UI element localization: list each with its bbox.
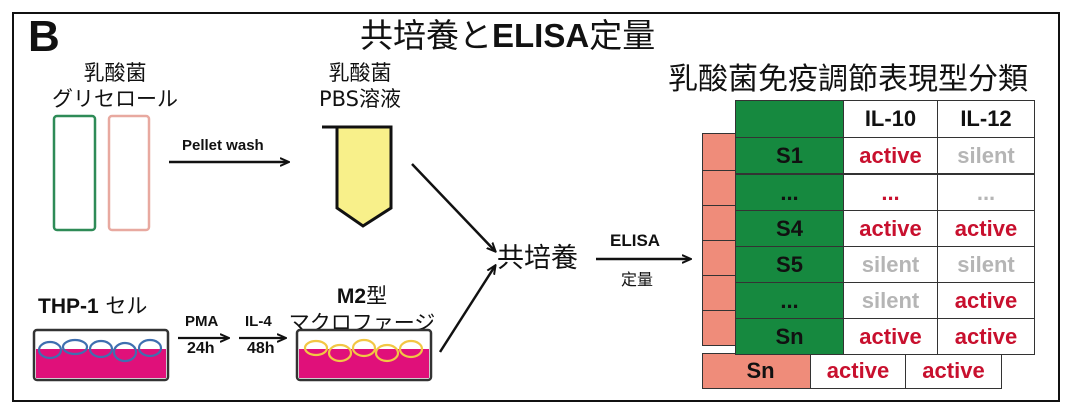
pbs-label-line1: 乳酸菌 [328,61,392,85]
quantification-label: 定量 [621,270,654,289]
table-row-strain: S5 [735,246,844,283]
table-row-il10: active [843,318,938,355]
table-row-strain: ... [735,282,844,319]
table-row-il12: active [937,318,1035,355]
figure-title: 共培養とELISA定量 [360,14,655,58]
back-row-il12: active [905,353,1002,389]
pbs-label: 乳酸菌 PBS溶液 [300,60,420,112]
table-row-strain: S4 [735,210,844,247]
glycerol-label-line1: 乳酸菌 [83,61,147,85]
back-row-il10: active [810,353,906,389]
back-table-cell [702,133,738,171]
back-row-strain: Sn [702,353,811,389]
back-table-cell [702,205,738,241]
table-row-il10: active [843,210,938,247]
step-il4-time: 48h [247,340,275,357]
table-title: 乳酸菌免疫調節表現型分類 [668,62,1028,97]
table-row-il10: active [843,137,938,174]
table-header-il10: IL-10 [843,100,938,138]
thp1-cells [37,338,163,363]
title-prefix: 共培養と [360,16,492,55]
thp1-label-bold: THP-1 [38,295,99,318]
step-pma-agent: PMA [185,313,219,330]
step-il4-agent: IL-4 [245,313,272,330]
title-suffix: 定量 [589,16,656,55]
table-row-strain: S1 [735,137,844,174]
table-row-il10: silent [843,246,938,283]
table-row-il12: active [937,210,1035,247]
figure-frame [12,12,1060,402]
table-row-il10: ... [843,174,938,211]
table-row-il12: ... [937,174,1035,211]
back-table-cell [702,275,738,311]
table-row-il10: silent [843,282,938,319]
panel-label: B [28,12,60,61]
table-header-strain [735,100,844,138]
coculture-label: 共培養 [497,243,578,274]
m2-to-coculture-arrow [438,266,495,353]
table-row-il12: active [937,282,1035,319]
pellet-wash-label: Pellet wash [182,137,264,154]
back-table-cell [702,170,738,206]
thp1-label: THP-1 セル [38,290,147,320]
step-pma-time: 24h [187,340,215,357]
glycerol-tube-pink [107,114,151,232]
back-table-cell [702,240,738,276]
glycerol-label: 乳酸菌 グリセロール [40,60,190,112]
pbs-tube [335,125,393,228]
table-row-strain: Sn [735,318,844,355]
table-row-strain: ... [735,174,844,211]
table-row-il12: silent [937,246,1035,283]
thp1-medium [36,349,166,378]
m2-cells [303,338,424,363]
pbs-label-line2: PBS溶液 [318,87,402,111]
back-table-cell [702,310,738,346]
m2-label-bold: M2 [336,285,367,308]
glycerol-label-line2: グリセロール [52,87,178,111]
m2-label-suffix: 型 [366,284,388,308]
pbs-to-coculture-arrow [411,163,495,251]
glycerol-tube-green [52,114,97,232]
title-elisa: ELISA [492,17,590,54]
thp1-label-suffix: セル [98,294,148,318]
elisa-arrow-label: ELISA [610,231,661,250]
m2-medium [299,349,429,378]
table-row-il12: silent [937,137,1035,174]
table-header-il12: IL-12 [937,100,1035,138]
